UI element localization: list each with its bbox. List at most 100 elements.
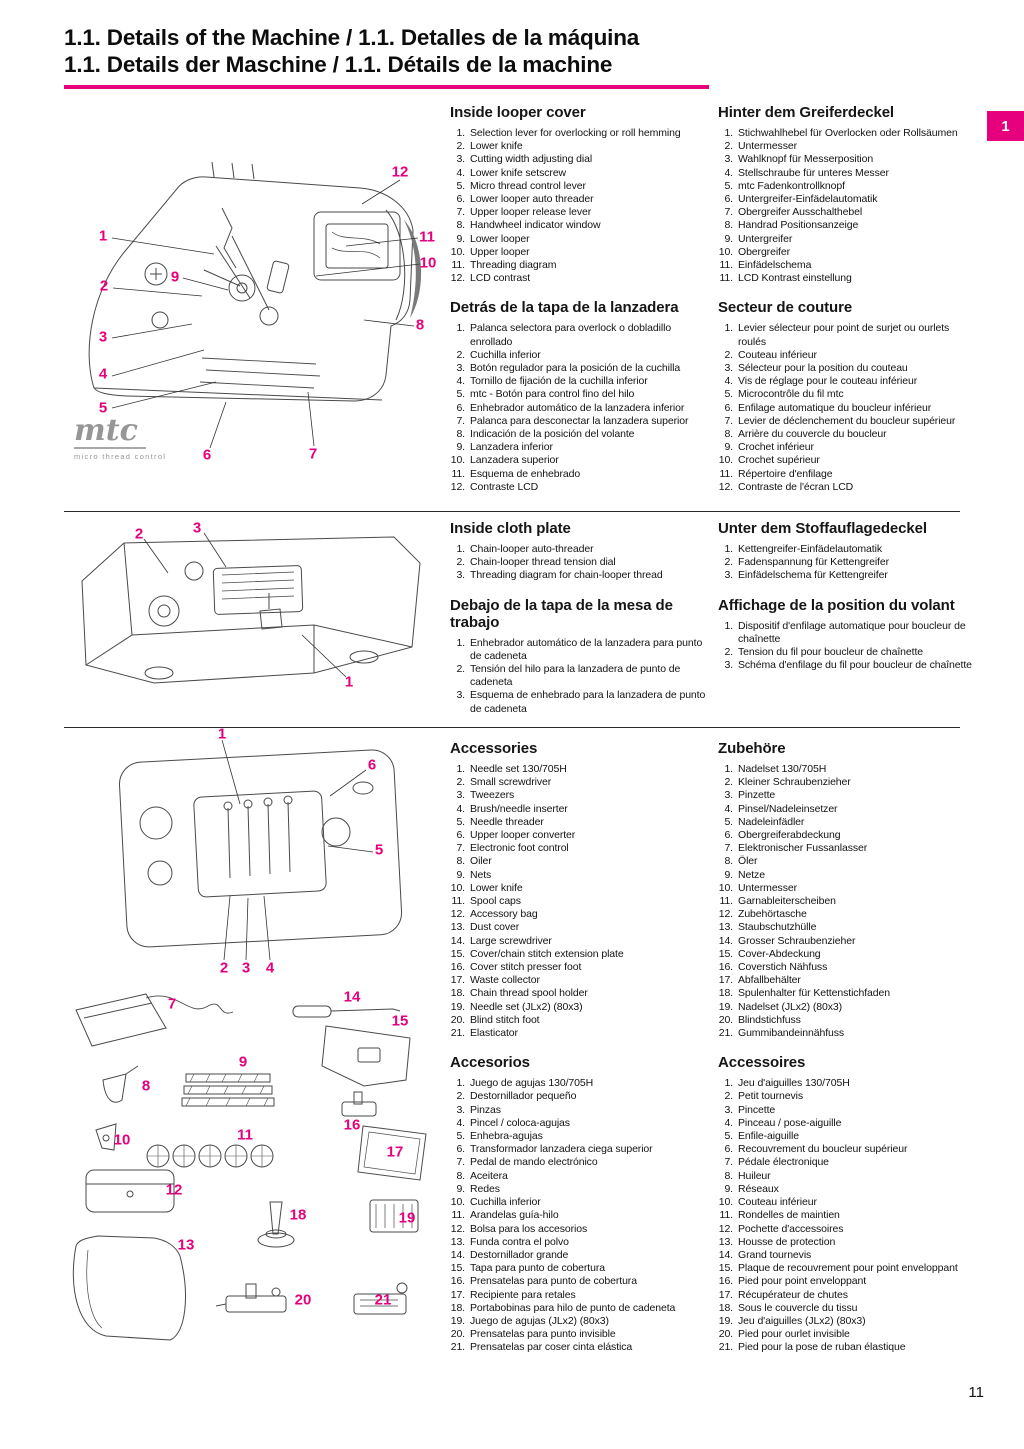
item-text: Tapa para punto de cobertura <box>470 1262 605 1275</box>
item-text: Wahlknopf für Messerposition <box>738 153 874 166</box>
item-number: 9. <box>456 868 465 881</box>
item-number: 21. <box>450 1341 465 1354</box>
item-text: Lanzadera superior <box>470 454 559 467</box>
item-text: Pincette <box>738 1103 776 1116</box>
item-number: 2. <box>724 556 733 569</box>
list-item: 16.Cover stitch presser foot <box>450 961 712 974</box>
list-item: 10.Upper looper <box>450 246 712 259</box>
heading-debajo-tapa-mesa: Debajo de la tapa de la mesa de trabajo <box>450 596 673 631</box>
item-text: Blind stitch foot <box>470 1013 540 1026</box>
item-number: 12. <box>450 908 465 921</box>
item-number: 20. <box>718 1328 733 1341</box>
list-item: 6.Transformador lanzadera ciega superior <box>450 1143 712 1156</box>
list-item: 15.Cover-Abdeckung <box>718 948 974 961</box>
list-item: 3.Pinzette <box>718 789 974 802</box>
callout-number: 9 <box>170 268 180 286</box>
item-text: Pied pour la pose de ruban élastique <box>738 1341 906 1354</box>
item-number: 4. <box>724 1116 733 1129</box>
callout-number: 18 <box>289 1206 307 1224</box>
list-item: 4.Vis de réglage pour le couteau inférie… <box>718 375 974 388</box>
callout-number: 8 <box>415 316 425 334</box>
list-item: 12.Zubehörtasche <box>718 908 974 921</box>
callout-number: 6 <box>202 446 212 464</box>
list-item: 4.Pinceau / pose-aiguille <box>718 1117 974 1130</box>
item-text: Récupérateur de chutes <box>738 1288 848 1301</box>
item-text: Esquema de enhebrado para la lanzadera d… <box>470 689 706 715</box>
list-item: 11. Rondelles de maintien <box>718 1209 974 1222</box>
item-number: 11. <box>719 259 733 272</box>
item-number: 2. <box>724 348 733 361</box>
list-item: 2.Petit tournevis <box>718 1090 974 1103</box>
item-text: Tornillo de fijación de la cuchilla infe… <box>470 375 648 388</box>
item-text: Cover/chain stitch extension plate <box>470 947 624 960</box>
item-text: Microcontrôle du fil mtc <box>738 388 844 401</box>
item-number: 2. <box>724 140 733 153</box>
list-item: 2.Fadenspannung für Kettengreifer <box>718 556 974 569</box>
item-text: Palanca selectora para overlock o doblad… <box>470 322 672 348</box>
item-text: Botón regulador para la posición de la c… <box>470 362 681 375</box>
list-item: 8.Öler <box>718 855 974 868</box>
list-item: 11.Arandelas guía-hilo <box>450 1209 712 1222</box>
item-text: Lower knife <box>470 140 523 153</box>
column-german-french-s2: Unter dem Stoffauflagedeckel 1.Kettengre… <box>718 520 974 672</box>
list-item: 3. Botón regulador para la posición de la… <box>450 362 712 375</box>
item-text: Untermesser <box>738 881 797 894</box>
list-item: 11.LCD Kontrast einstellung <box>718 272 974 285</box>
item-text: Brush/needle inserter <box>470 802 568 815</box>
list-item: 7.Palanca para desconectar la lanzadera … <box>450 415 712 428</box>
callout-number: 3 <box>241 959 251 977</box>
item-number: 3. <box>456 362 465 375</box>
item-text: Palanca para desconectar la lanzadera su… <box>470 414 689 427</box>
callout-number: 5 <box>374 841 384 859</box>
item-text: Garnableiterscheiben <box>738 895 836 908</box>
callout-number: 11 <box>237 1126 253 1144</box>
list-greiferdeckel-de: 1.Stichwahlhebel für Overlocken oder Rol… <box>718 127 974 285</box>
item-text: Jeu d'aiguilles (JLx2) (80x3) <box>738 1314 866 1327</box>
item-number: 21. <box>718 1027 733 1040</box>
list-item: 5.Enhebra-agujas <box>450 1130 712 1143</box>
item-number: 12. <box>450 480 465 493</box>
callout-number: 15 <box>391 1012 409 1030</box>
list-item: 3.Wahlknopf für Messerposition <box>718 153 974 166</box>
callout-number: 1 <box>217 725 227 743</box>
list-item: 5.mtc - Botón para control fino del hilo <box>450 388 712 401</box>
item-number: 3. <box>456 153 465 166</box>
item-number: 2. <box>456 1090 465 1103</box>
list-tapa-mesa-es: 1.Enhebrador automático de la lanzadera … <box>450 637 712 716</box>
list-item: 2.Couteau inférieur <box>718 349 974 362</box>
item-text: Sous le couvercle du tissu <box>738 1301 858 1314</box>
list-item: 2.Chain-looper thread tension dial <box>450 556 712 569</box>
item-number: 11. <box>719 1209 733 1222</box>
cloth-plate-illustration: 2 3 1 <box>64 515 444 715</box>
item-text: Selection lever for overlocking or roll … <box>470 127 681 139</box>
callout-number: 7 <box>308 445 318 463</box>
item-text: Kettengreifer-Einfädelautomatik <box>738 543 882 555</box>
item-text: Stellschraube für unteres Messer <box>738 166 889 179</box>
item-text: Handwheel indicator window <box>470 219 601 232</box>
item-number: 10. <box>718 881 733 894</box>
item-text: Rondelles de maintien <box>738 1209 840 1222</box>
section-divider-2 <box>64 727 960 728</box>
item-text: Petit tournevis <box>738 1090 804 1103</box>
list-item: 4.Lower knife setscrew <box>450 167 712 180</box>
item-text: Elektronischer Fussanlasser <box>738 842 868 855</box>
list-item: 10.Cuchilla inferior <box>450 1196 712 1209</box>
callout-number: 17 <box>386 1143 404 1161</box>
list-item: 7.Levier de déclenchement du boucleur su… <box>718 415 974 428</box>
list-item: 10.Obergreifer <box>718 246 974 259</box>
item-text: Bolsa para los accesorios <box>470 1222 588 1235</box>
item-number: 9. <box>456 1182 465 1195</box>
item-text: LCD contrast <box>470 272 531 285</box>
list-item: 13.Housse de protection <box>718 1236 974 1249</box>
item-text: Pinzette <box>738 789 776 802</box>
mtc-logo: mtc micro thread control <box>74 416 166 461</box>
list-tapa-lanzadera-es: 1.Palanca selectora para overlock o dobl… <box>450 322 712 494</box>
list-item: 21.Prensatelas par coser cinta elástica <box>450 1341 712 1354</box>
item-number: 15. <box>718 1262 733 1275</box>
item-number: 4. <box>456 802 465 815</box>
item-text: Waste collector <box>470 974 540 987</box>
list-item: 11.Einfädelschema <box>718 259 974 272</box>
